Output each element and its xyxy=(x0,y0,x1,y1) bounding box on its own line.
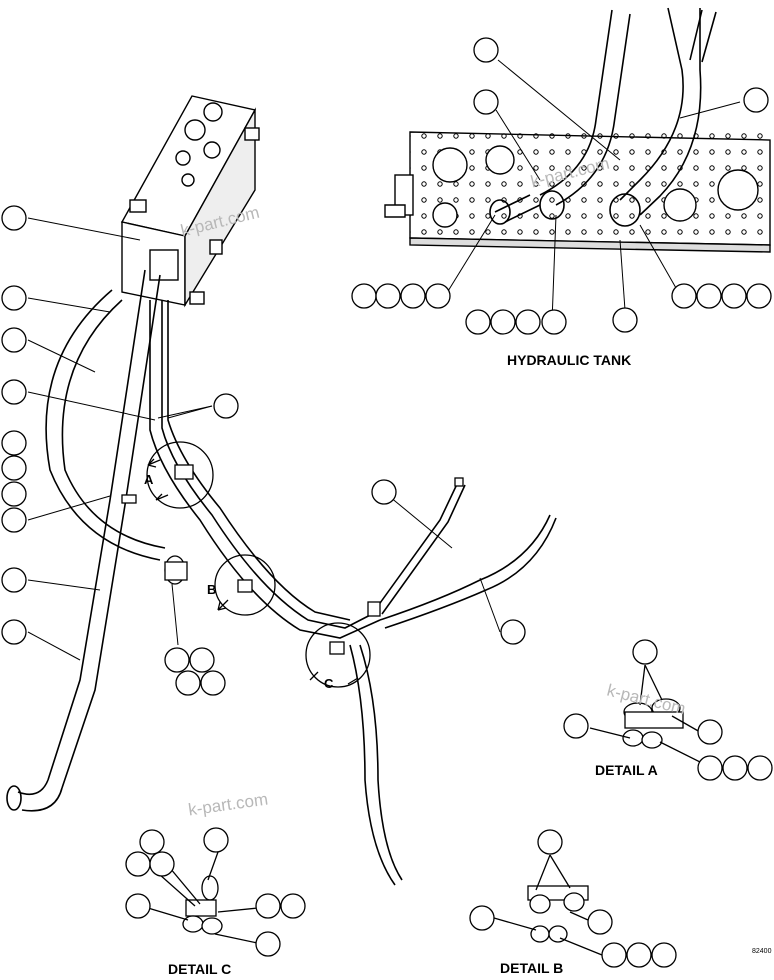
valve-block xyxy=(120,95,260,308)
detail-a-clamp xyxy=(589,664,713,769)
tank-leaders xyxy=(444,59,741,323)
hose-fittings xyxy=(121,464,464,655)
hydraulic-tank xyxy=(384,131,771,253)
detail-c-clamp xyxy=(147,851,263,945)
callout-letter-a: A xyxy=(144,472,154,487)
detail-b-label: DETAIL B xyxy=(500,960,564,976)
detail-b-clamp xyxy=(493,854,603,956)
hydraulic-tank-label: HYDRAULIC TANK xyxy=(507,352,632,368)
tank-hoses xyxy=(489,7,717,227)
callout-letter-b: B xyxy=(207,582,217,597)
detail-a-label: DETAIL A xyxy=(595,762,658,778)
callout-letter-c: C xyxy=(324,676,334,691)
drawing-code: 82400 xyxy=(752,948,772,955)
callout-balloons xyxy=(1,37,773,968)
detail-circles xyxy=(146,441,371,688)
detail-c-label: DETAIL C xyxy=(168,961,232,977)
main-leaders xyxy=(27,217,501,661)
main-hoses xyxy=(6,269,557,886)
